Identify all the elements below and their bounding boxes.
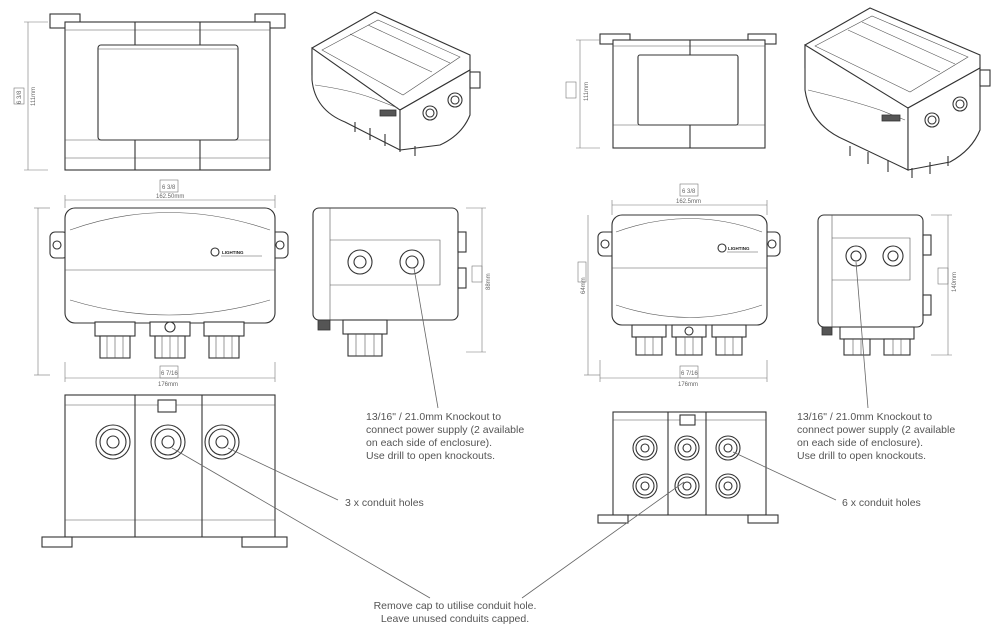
left-iso-view [311,11,481,156]
left-top-depth-dimension: 6 7/16 176mm [34,207,276,388]
right-knockout-line-3: on each side of enclosure). [797,437,923,449]
left-side-depth-mm: 88mm [486,273,492,290]
left-side-view [312,207,467,357]
right-side-view [817,214,932,356]
left-front-height-frac: 6 3/8 [17,90,23,104]
left-front-height-dimension: 6 3/8 111mm [13,21,48,171]
right-bottom-view [597,411,779,524]
left-top-width-mm: 162.50mm [156,194,184,200]
left-conduit-note: 3 x conduit holes [345,497,424,509]
right-top-conduits [631,324,747,356]
left-top-width-frac: 6 3/8 [162,185,176,191]
right-knockout-line-2: connect power supply (2 available [797,424,955,436]
left-top-depth-frac: 6 7/16 [161,371,178,377]
right-top-view: LIGHTING 64mm [577,214,781,356]
left-front-view [49,13,286,171]
left-knockout-line-1: 13/16" / 21.0mm Knockout to [366,411,501,423]
right-top-depth-mm: 176mm [678,382,698,388]
left-knockout-leader [413,267,439,409]
right-knockout-line-1: 13/16" / 21.0mm Knockout to [797,411,932,423]
right-front-height-mm: 111mm [584,82,590,101]
right-conduit-leader [732,451,837,501]
right-knockout-line-4: Use drill to open knockouts. [797,450,926,462]
left-top-depth-mm: 176mm [158,382,178,388]
right-iso-view [804,7,991,178]
left-knockout-line-3: on each side of enclosure). [366,437,492,449]
cap-note-line-1: Remove cap to utilise conduit hole. [374,600,537,612]
right-top-depth-frac: 6 7/16 [681,371,698,377]
left-top-conduits [94,321,245,359]
right-conduit-holes [632,435,741,499]
right-side-depth-dimension: 140mm [931,214,958,356]
right-top-width-frac: 6 3/8 [682,189,696,195]
left-conduit-leader [227,447,339,501]
left-knockout-line-2: connect power supply (2 available [366,424,524,436]
left-top-width-dimension: 6 3/8 162.50mm [64,179,276,208]
right-front-view [599,33,777,149]
left-logo-text: LIGHTING [222,250,244,255]
right-top-width-dimension: 6 3/8 162.5mm [611,183,768,215]
left-bottom-view [41,394,288,548]
left-side-depth-dimension: 88mm [466,207,492,353]
right-top-width-mm: 162.5mm [676,199,701,205]
right-side-depth-mm: 140mm [952,272,958,292]
right-top-inner-mm: 64mm [581,277,587,294]
right-top-depth-dimension: 6 7/16 176mm [584,215,768,388]
left-top-view: LIGHTING [49,207,289,359]
cap-leader-left [171,447,431,599]
right-conduit-note: 6 x conduit holes [842,497,921,509]
left-conduit-holes [95,424,240,460]
right-logo-text: LIGHTING [728,246,750,251]
right-knockout-leader [855,261,869,409]
left-knockout-line-4: Use drill to open knockouts. [366,450,495,462]
left-front-height-mm: 111mm [31,87,37,106]
cap-note-line-2: Leave unused conduits capped. [381,613,529,625]
cap-leader-right [521,481,685,599]
right-front-height-dimension: 111mm [565,39,600,149]
